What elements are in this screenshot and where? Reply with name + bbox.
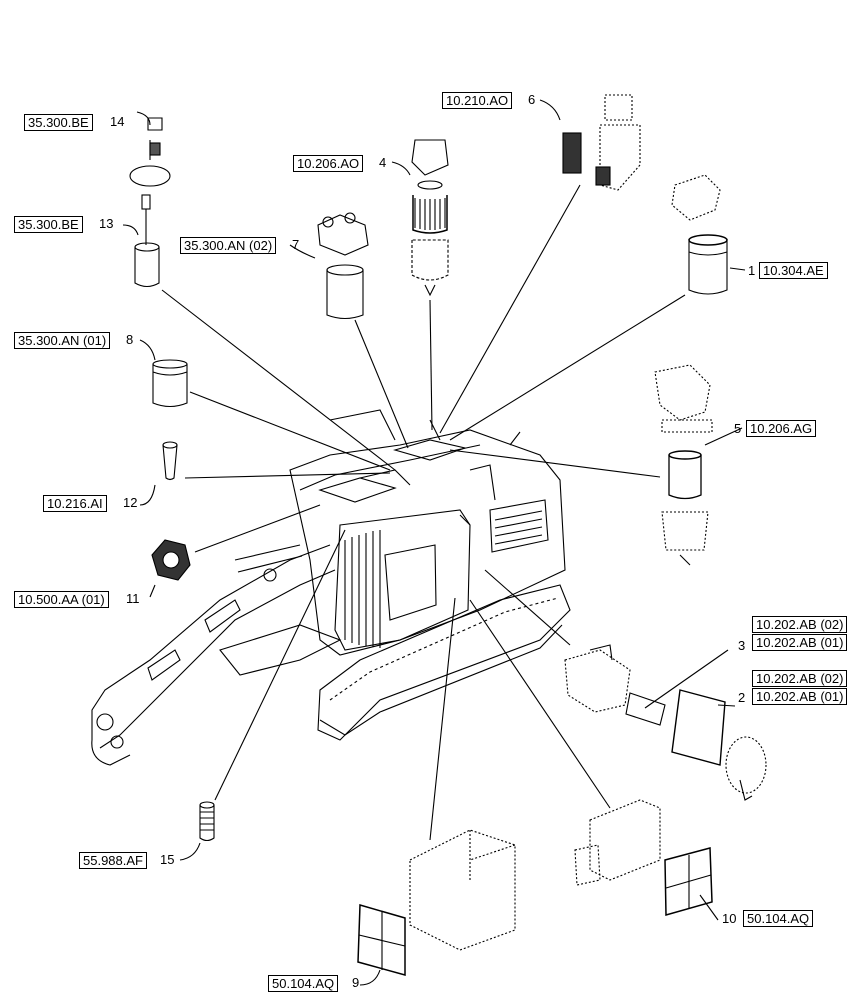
part-5-engine-oil-filter [654,364,713,566]
part-8-filter-element [152,359,188,408]
part-number-15: 15 [160,852,175,867]
ref-box-7[interactable]: 35.300.AN (02) [180,237,277,254]
ref-box-1[interactable]: 10.304.AE [759,262,828,279]
ref-box-3b[interactable]: 10.202.AB (01) [752,634,848,651]
ref-box-14[interactable]: 35.300.BE [24,114,93,131]
part-number-7: 7 [292,237,300,252]
ref-box-2a[interactable]: 10.202.AB (02) [752,670,848,687]
part-number-13: 13 [99,216,114,231]
part-13-cartridge [134,242,160,288]
ref-box-6[interactable]: 10.210.AO [442,92,513,109]
ref-box-12[interactable]: 10.216.AI [43,495,107,512]
part-number-2: 2 [738,690,746,705]
part-number-9: 9 [352,975,360,990]
part-number-14: 14 [110,114,125,129]
ref-box-3a[interactable]: 10.202.AB (02) [752,616,848,633]
part-14-gear-assembly [129,117,171,245]
part-15-strainer [199,801,215,842]
leader-lines [149,140,686,841]
ref-box-11[interactable]: 10.500.AA (01) [14,591,109,608]
excavator-illustration [91,409,571,766]
ref-box-2b[interactable]: 10.202.AB (01) [752,688,848,705]
part-number-12: 12 [123,495,138,510]
part-number-10: 10 [722,911,737,926]
part-number-4: 4 [379,155,387,170]
ref-box-15[interactable]: 55.988.AF [79,852,147,869]
part-number-5: 5 [734,421,742,436]
ref-box-8[interactable]: 35.300.AN (01) [14,332,111,349]
ref-box-9[interactable]: 50.104.AQ [268,975,339,992]
part-number-1: 1 [748,263,756,278]
part-4-fuel-filter [411,139,449,297]
ref-box-10[interactable]: 50.104.AQ [743,910,814,927]
ref-box-4[interactable]: 10.206.AO [293,155,364,172]
part-number-6: 6 [528,92,536,107]
part-number-11: 11 [126,591,140,606]
part-number-8: 8 [126,332,134,347]
ref-box-5[interactable]: 10.206.AG [746,420,817,437]
part-12-breather [162,441,178,481]
part-9-hvac-filter [357,829,516,976]
part-number-3: 3 [738,638,746,653]
part-6-fuel-water-separator [562,94,641,191]
part-2-3-air-filter-assembly [564,644,767,801]
part-7-filter-head [317,212,369,320]
part-10-cabin-filter [574,799,719,921]
part-11-gasket [151,539,191,581]
part-1-hydraulic-filter [671,174,728,295]
ref-box-13[interactable]: 35.300.BE [14,216,83,233]
